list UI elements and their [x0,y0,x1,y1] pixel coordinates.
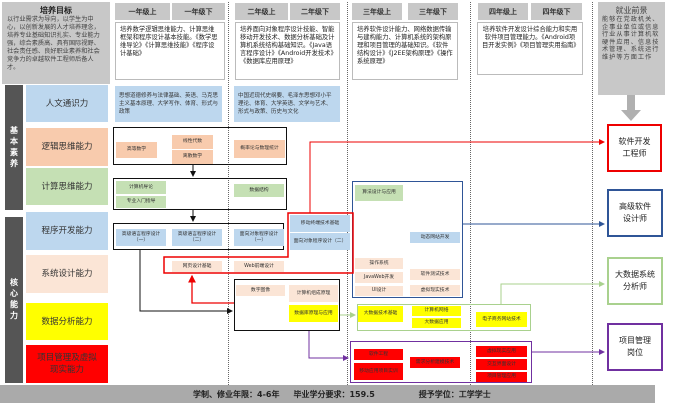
job-bigdata-analyst: 大数据系统分析师 [607,257,663,305]
ability-programming: 程序开发能力 [26,212,108,250]
course-arch: 计算机组成原理 [289,285,338,302]
course-vr: 虚拟现实技术 [410,285,460,296]
course-linalg: 线性代数 [172,135,213,149]
course-oop1: 面向对象程序设计（一） [234,229,284,246]
course-image: 数字图像 [236,285,285,296]
red-outline [163,212,354,274]
goal-title: 培养目标 [40,6,72,15]
course-requirements: 需求分析建模技术 [410,357,460,368]
year-4a: 四年级上 [478,3,528,20]
year3-desc: 培养软件设计能力、网络数据传输与建构能力、计算机系统的架构原理和项目管理的基础知… [352,22,458,80]
course-se: 软件工程 [354,349,403,360]
course-javaweb: JavaWeb开发 [355,272,403,283]
course-prob: 概率论与数理统计 [234,140,285,158]
year2-desc: 培养面向对象程序设计技能、智能移动开发技术、数据分析基础及计算机系统结构基础知识… [235,22,340,80]
course-pm: 项目管理应用 [476,372,527,382]
red-arrow-to-web [188,274,234,304]
course-oop2: 面向对象程序设计（二） [290,233,350,250]
course-prog2: 高级语言程序设计（二） [172,229,222,246]
course-web-front: Web前端设计 [234,261,284,272]
job-project-manager: 项目管理岗位 [607,323,663,371]
course-ecommerce: 电子商务网站技术 [476,312,527,327]
basic-quality-label: 基本素养 [5,85,23,210]
footer-credits: 毕业学分要求：159.5 [293,389,375,399]
course-interaction: 交互界面设计 [476,359,527,370]
red-arrow-to-job [309,139,605,213]
course-humanities-1: 思想道德修养与法律基础、英语、马克思主义基本原理、大学写作、体育、形式与政策 [115,86,222,122]
year-4b: 四年级下 [531,3,582,20]
course-web-basic: 网页设计基础 [172,261,222,272]
year-2b: 二年级下 [290,3,340,20]
logic-group [113,127,287,165]
year-3a: 三年级上 [352,3,402,20]
year-2a: 二年级上 [235,3,288,20]
course-humanities-2: 中国近现代史纲要、毛泽东思想邓小平理论、体育、大学英语、文学与艺术、形式与政策、… [234,86,340,122]
year3-green-group [357,304,531,331]
ability-humanities: 人文通识力 [26,85,108,122]
green-arrow-to-job [500,281,605,304]
divider [592,2,593,385]
course-ds: 数据结构 [234,184,284,197]
course-network: 计算机网络 [412,306,461,316]
year-3b: 三年级下 [408,3,458,20]
course-discrete: 离散数学 [172,150,213,164]
year-1b: 一年级下 [172,3,225,20]
year4-desc: 培养软件开发设计综合能力和实用软件项目管理能力。《Android项目开发实例》《… [477,22,583,75]
course-os: 操作系统 [355,258,403,269]
course-vr-app: 虚拟现实应用 [476,346,527,357]
course-mobile-project: 移动应用项目实训 [354,363,403,380]
year1-desc: 培养数学逻辑思维能力、计算思维框架和程序设计基本技能。《数学思维导论》《计算思维… [115,22,225,80]
career-title: 就业前景 [615,6,648,15]
goal-text: 以行业需求为导向，以学生为中心，以创新发展的人才培养理念，培养专业基础知识扎实、… [7,16,100,71]
purple-link [308,331,349,361]
divider [228,2,229,385]
job-senior-designer: 高级软件设计师 [607,189,663,237]
career-text: 能够在党政机关、企事业单位或信息行业从事计算机软硬件应用、信息技术管理、系统运行… [602,16,660,61]
core-ability-label: 核心能力 [5,217,23,383]
career-box: 就业前景 能够在党政机关、企事业单位或信息行业从事计算机软硬件应用、信息技术管理… [598,2,665,95]
ability-data-analysis: 数据分析能力 [26,303,108,340]
course-mobile: 移动终端技术基础 [290,215,350,232]
divider [470,2,471,385]
ability-system-design: 系统设计能力 [26,255,108,293]
course-testing: 软件测试技术 [410,269,460,280]
year3-purple-group [350,341,532,383]
ability-logic: 逻辑思维能力 [26,128,108,166]
arrow-programming-to-data [139,250,233,314]
course-guide: 专业入门指导 [116,196,166,208]
course-bigdata-app: 大数据应用 [412,318,461,328]
course-dynamic-web: 动态网站开发 [410,232,460,243]
course-ui: UI设计 [355,286,403,296]
footer-years: 学制、修业年限：4-6年 [193,389,280,399]
course-prog1: 高级语言程序设计（一） [116,229,166,246]
job-software-engineer: 软件开发工程师 [607,124,662,172]
footer-degree: 授予学位：工学学士 [418,389,491,399]
ability-project-vr: 项目管理及虚拟现实能力 [26,345,108,383]
course-math: 高等数学 [116,142,157,158]
course-bigdata: 大数据技术基础 [358,306,403,322]
year-1a: 一年级上 [115,3,170,20]
course-algo: 算法设计与应用 [355,185,403,201]
course-db: 数据库原理与应用 [289,305,338,322]
goal-box: 培养目标 以行业需求为导向，以学生为中心，以创新发展的人才培养理念，培养专业基础… [2,2,110,84]
course-intro: 计算机导论 [116,181,166,194]
career-down-arrow [621,95,641,121]
ability-computing: 计算思维能力 [26,168,108,205]
divider [347,2,348,385]
computing-group [113,178,287,210]
data-group [234,279,340,331]
footer-bar: 学制、修业年限：4-6年 毕业学分要求：159.5 授予学位：工学学士 [0,385,655,403]
